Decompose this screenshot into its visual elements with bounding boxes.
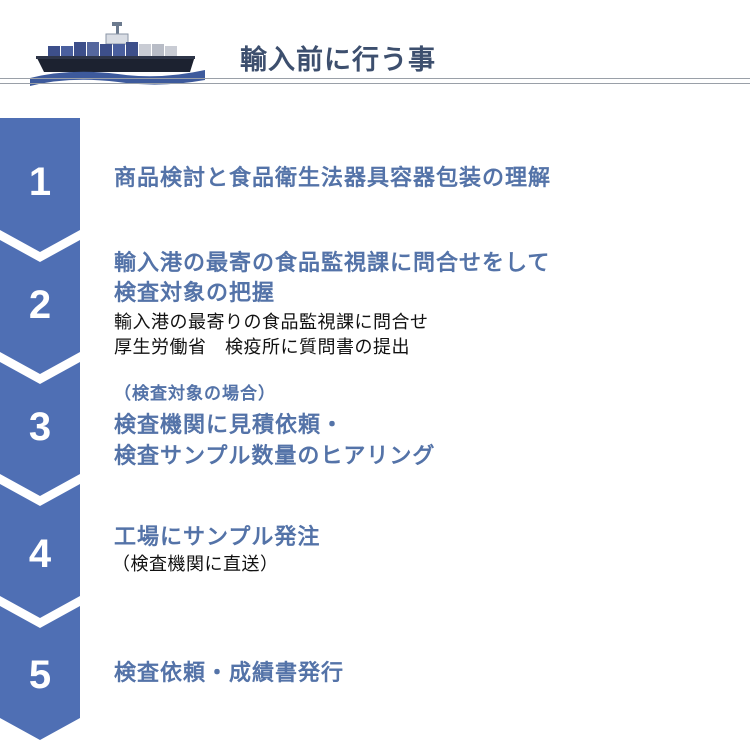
step-4-title: 工場にサンプル発注 bbox=[114, 525, 321, 550]
step-arrow-2 bbox=[0, 240, 80, 374]
step-3-title-line-2: 検査サンプル数量のヒアリング bbox=[114, 444, 436, 469]
step-3-title-line-1: 検査機関に見積依頼・ bbox=[114, 413, 345, 438]
step-3-note: （検査対象の場合） bbox=[114, 384, 276, 404]
step-number-5: 5 bbox=[28, 653, 52, 697]
step-4-detail: （検査機関に直送） bbox=[112, 554, 279, 575]
header-divider-bottom bbox=[0, 83, 750, 84]
header: 輸入前に行う事 bbox=[0, 0, 750, 100]
step-arrows bbox=[0, 118, 80, 740]
step-number-1: 1 bbox=[28, 160, 52, 204]
step-arrow-5 bbox=[0, 606, 80, 740]
step-2-detail-line-1: 輸入港の最寄りの食品監視課に問合せ bbox=[114, 312, 429, 333]
step-2-title-line-1: 輸入港の最寄の食品監視課に問合せをして bbox=[114, 251, 551, 276]
step-number-3: 3 bbox=[28, 405, 52, 449]
step-2-title-line-2: 検査対象の把握 bbox=[114, 281, 276, 306]
step-number-2: 2 bbox=[28, 283, 52, 327]
step-arrow-4 bbox=[0, 484, 80, 618]
container-ship-icon bbox=[30, 22, 205, 86]
step-1-title: 商品検討と食品衛生法器具容器包装の理解 bbox=[114, 166, 552, 191]
step-2-detail-line-2: 厚生労働省 検疫所に質問書の提出 bbox=[114, 337, 410, 358]
step-arrow-1 bbox=[0, 118, 80, 252]
step-number-4: 4 bbox=[28, 532, 52, 576]
step-arrow-3 bbox=[0, 362, 80, 496]
step-5-title: 検査依頼・成績書発行 bbox=[114, 661, 345, 686]
page-title: 輸入前に行う事 bbox=[240, 45, 436, 76]
header-divider-top bbox=[0, 78, 750, 79]
